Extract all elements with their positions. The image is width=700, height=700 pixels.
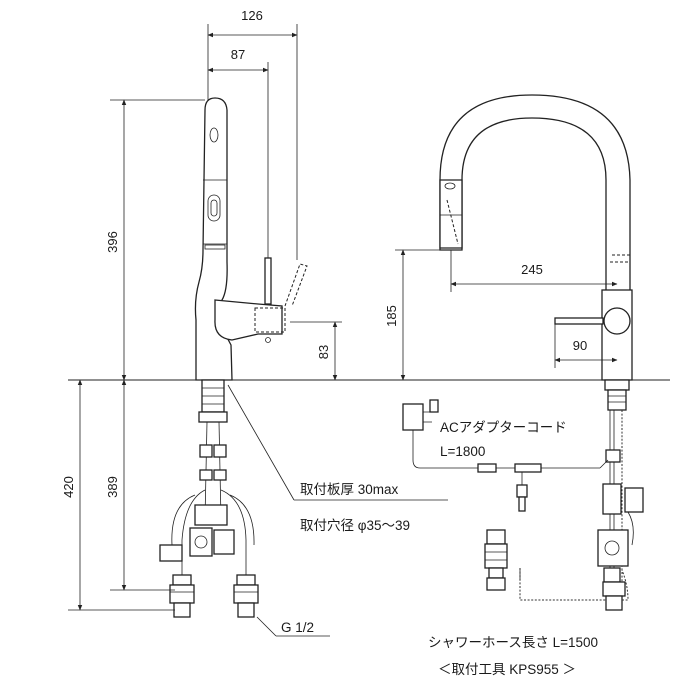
dim-under-total: 420 [61,476,76,498]
note-leaders [227,384,448,637]
dim-handle-height: 83 [316,345,331,359]
dim-under-pipe: 389 [105,476,120,498]
note-hole-diameter: 取付穴径 φ35～39 [300,518,410,533]
note-plate-thickness: 取付板厚 30max [300,482,399,497]
dim-side-reach: 245 [521,262,543,277]
note-pipe-thread: G 1/2 [281,620,314,635]
note-adapter-cord: ACアダプターコード [440,420,567,435]
dim-width-spout-axis: 87 [231,47,245,62]
side-view-faucet [439,94,644,611]
shower-hose-assembly [484,529,606,601]
ac-adapter-assembly [402,399,609,512]
note-adapter-cord-length: L=1800 [440,444,485,459]
side-dimension-lines [395,249,618,381]
dim-width-total: 126 [241,8,263,23]
note-shower-hose: シャワーホース長さ L=1500 [428,635,598,650]
note-mounting-tool: ＜取付工具 KPS955 ＞ [438,662,576,677]
front-dimension-lines [68,24,342,611]
dim-side-height: 185 [384,305,399,327]
dim-side-handle-reach: 90 [573,338,587,353]
dim-height-total: 396 [105,231,120,253]
front-view-faucet [159,97,308,618]
